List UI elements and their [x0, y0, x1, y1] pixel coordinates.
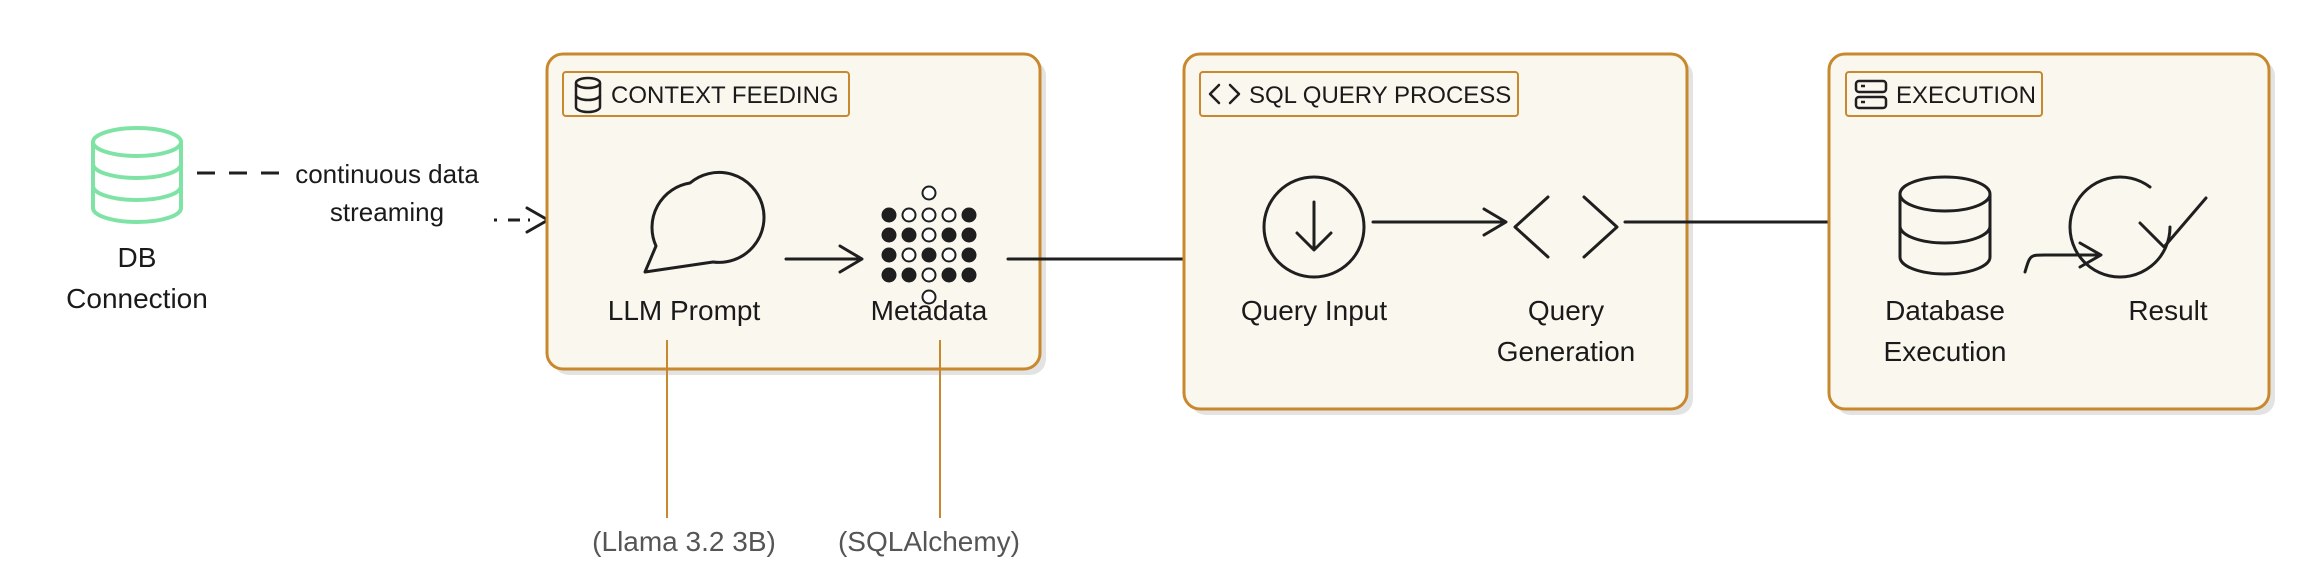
db-connection-label-line2: Connection: [66, 283, 208, 314]
edge-input-to-generation: [1371, 207, 1508, 237]
database-icon: [1898, 175, 1992, 276]
dot-matrix-icon: [881, 185, 977, 305]
matrix-dot: [901, 207, 917, 223]
streaming-edge: continuous data streaming: [197, 159, 550, 234]
matrix-dot: [941, 247, 957, 263]
streaming-edge-label-line2: streaming: [330, 197, 444, 227]
database-icon: [91, 126, 183, 224]
annotation-text: (SQLAlchemy): [838, 526, 1020, 557]
matrix-dot: [921, 227, 937, 243]
group-title-box: [1845, 71, 2043, 117]
arrow-down-circle-icon: [1262, 175, 1366, 279]
annotation-text: (Llama 3.2 3B): [592, 526, 776, 557]
db-connection-node: DB Connection: [66, 126, 208, 314]
node-label-line2: Generation: [1497, 336, 1636, 367]
node-query-input: Query Input: [1241, 175, 1388, 326]
matrix-dot: [881, 267, 897, 283]
group-title-box: [562, 71, 850, 117]
chat-bubble-icon: [643, 170, 766, 274]
node-label-line1: Query: [1528, 295, 1604, 326]
matrix-dot: [881, 227, 897, 243]
streaming-edge-label-line1: continuous data: [295, 159, 479, 189]
code-brackets-icon: [1513, 195, 1619, 259]
annotation-llm-prompt: (Llama 3.2 3B): [592, 340, 776, 557]
matrix-dot: [941, 207, 957, 223]
db-connection-label-line1: DB: [118, 242, 157, 273]
matrix-dot: [921, 247, 937, 263]
node-label: Result: [2128, 295, 2208, 326]
database-icon: [574, 76, 602, 114]
matrix-dot: [961, 267, 977, 283]
matrix-dot: [881, 207, 897, 223]
matrix-dot: [921, 289, 937, 305]
matrix-dot: [921, 267, 937, 283]
matrix-dot: [941, 227, 957, 243]
node-result: Result: [2068, 175, 2208, 326]
matrix-dot: [961, 227, 977, 243]
group-title: EXECUTION: [1896, 82, 2036, 109]
group-sql-query-process: SQL QUERY PROCESS Query Input Query Gene…: [1182, 52, 1693, 415]
matrix-dot: [901, 267, 917, 283]
group-title: CONTEXT FEEDING: [611, 82, 839, 109]
node-llm-prompt: LLM Prompt: [608, 170, 766, 326]
matrix-dot: [961, 207, 977, 223]
group-execution: EXECUTION Database Execution Result: [1827, 52, 2275, 415]
matrix-dot: [921, 207, 937, 223]
group-title: SQL QUERY PROCESS: [1249, 82, 1511, 109]
matrix-dot: [881, 247, 897, 263]
node-label: Query Input: [1241, 295, 1388, 326]
matrix-dot: [901, 247, 917, 263]
group-context-feeding: CONTEXT FEEDING LLM Prompt Metadata: [545, 52, 1046, 375]
node-label: Metadata: [871, 295, 988, 326]
code-brackets-icon: [1208, 83, 1241, 105]
annotation-metadata: (SQLAlchemy): [838, 340, 1020, 557]
node-label-line2: Execution: [1884, 336, 2007, 367]
node-query-generation: Query Generation: [1497, 195, 1636, 367]
node-metadata: Metadata: [871, 185, 988, 326]
matrix-dot: [941, 267, 957, 283]
group-title-box: [1199, 71, 1519, 117]
matrix-dot: [921, 185, 937, 201]
node-label-line1: Database: [1885, 295, 2005, 326]
node-label: LLM Prompt: [608, 295, 761, 326]
check-circle-icon: [2068, 175, 2208, 279]
node-database-execution: Database Execution: [1884, 175, 2007, 367]
edge-llm-to-metadata: [784, 244, 864, 274]
matrix-dot: [901, 227, 917, 243]
server-icon: [1854, 79, 1888, 110]
matrix-dot: [961, 247, 977, 263]
